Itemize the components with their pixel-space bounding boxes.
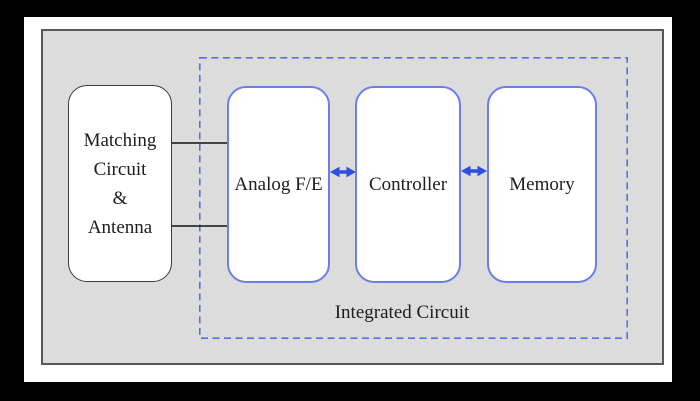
controller-box: Controller <box>355 86 461 283</box>
matching-circuit-antenna-box: Matching Circuit & Antenna <box>68 85 172 282</box>
memory-label: Memory <box>509 173 575 195</box>
matching-box-line: Circuit <box>93 158 147 180</box>
matching-box-line: Matching <box>83 129 157 151</box>
matching-box-line: Antenna <box>87 216 153 238</box>
controller-label: Controller <box>368 173 448 195</box>
analog-fe-box: Analog F/E <box>227 86 330 283</box>
integrated-circuit-label: Integrated Circuit <box>334 302 470 323</box>
matching-box-line: & <box>112 187 128 209</box>
memory-box: Memory <box>487 86 597 283</box>
analog-fe-label: Analog F/E <box>234 173 323 195</box>
